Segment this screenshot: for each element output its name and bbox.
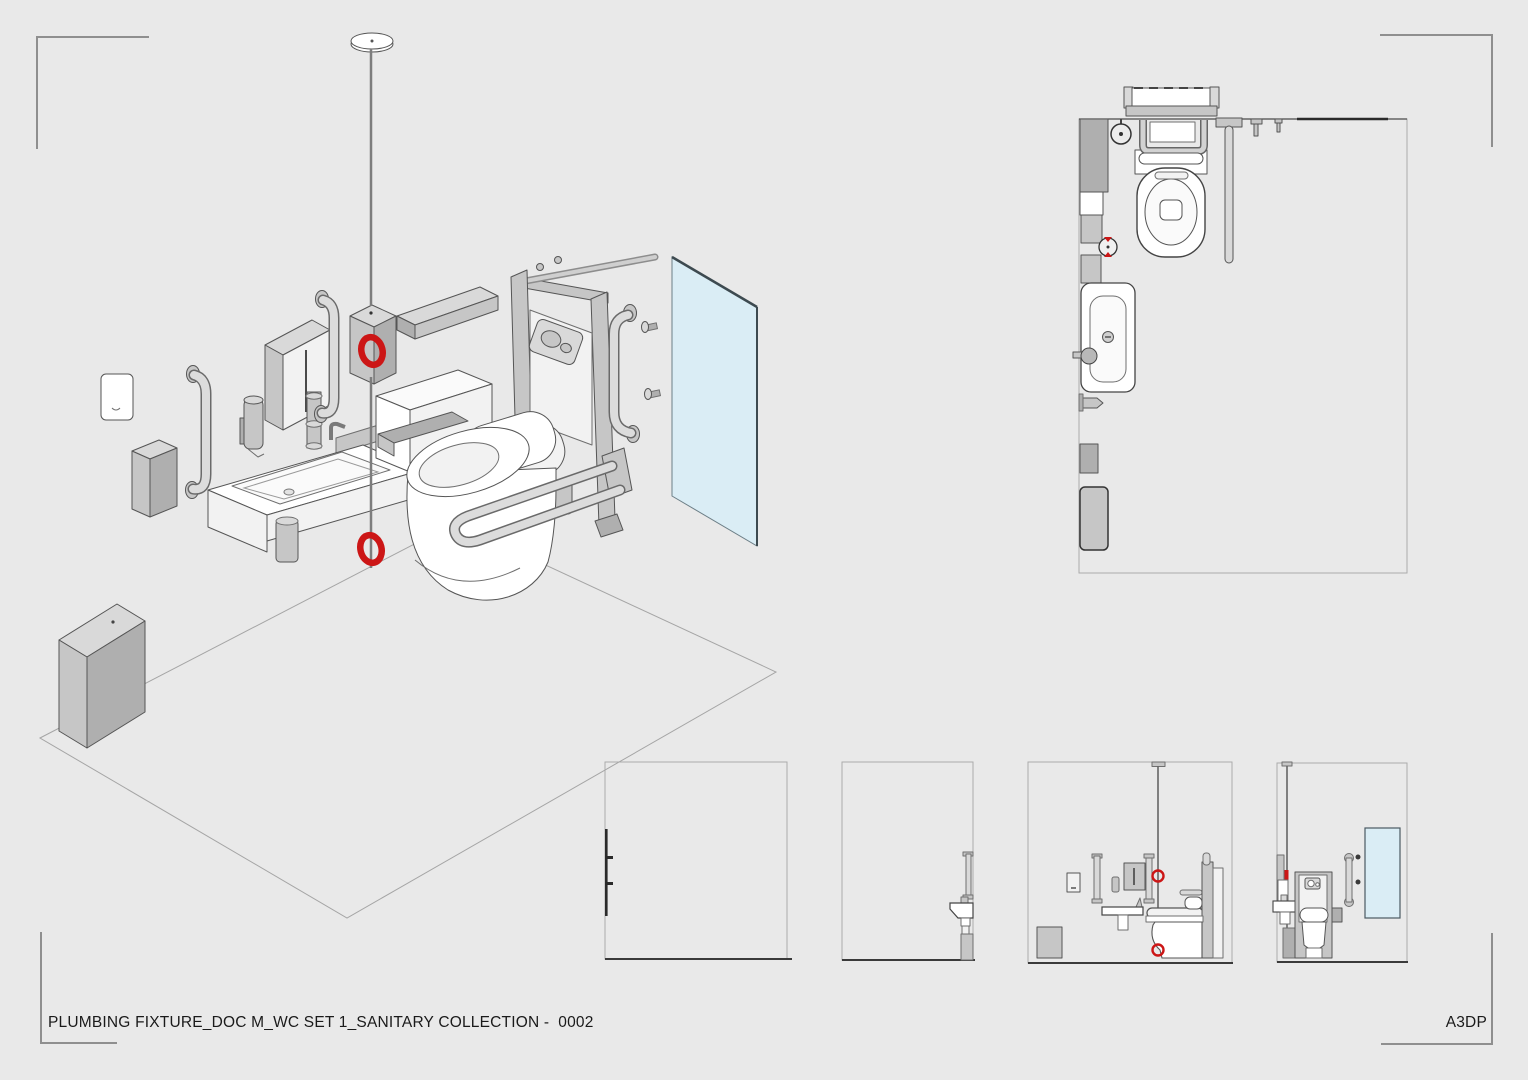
plan-wall-fixtures bbox=[1079, 117, 1283, 284]
basin-duct-pipe bbox=[305, 391, 323, 450]
basin-pedestal bbox=[275, 516, 299, 563]
pull-cord-ring-lower bbox=[357, 531, 385, 567]
elevation3-dryer bbox=[1123, 862, 1146, 891]
elevation-front bbox=[1272, 761, 1408, 963]
isometric-view bbox=[38, 32, 778, 919]
elevation1-mirror-edge bbox=[605, 829, 613, 916]
elevation4-basin-side bbox=[1272, 854, 1298, 959]
elevation3-ring-lower bbox=[1151, 943, 1165, 957]
elevation3-dispenser bbox=[1066, 872, 1081, 893]
washbasin bbox=[207, 421, 423, 553]
paper-towel-dispenser bbox=[131, 439, 178, 518]
sheet-code: A3DP bbox=[1445, 1014, 1487, 1031]
corner-mark-top-left bbox=[36, 36, 149, 149]
plan-drop-rail bbox=[1224, 125, 1234, 264]
elevation3-small-rail bbox=[1179, 889, 1203, 896]
plan-basin bbox=[1072, 282, 1136, 412]
plan-dispenser bbox=[1079, 443, 1099, 474]
mirror bbox=[671, 255, 758, 547]
corner-mark-bottom-right bbox=[1381, 933, 1493, 1045]
wall-fixings bbox=[641, 321, 661, 400]
corner-mark-top-right bbox=[1380, 34, 1493, 147]
soap-dispenser bbox=[239, 395, 265, 458]
plan-cistern-frame bbox=[1123, 86, 1220, 117]
elevation3-rail-left bbox=[1091, 853, 1103, 904]
pull-cord-ring-upper bbox=[358, 333, 386, 369]
waste-bin bbox=[58, 603, 146, 749]
flush-plate bbox=[528, 319, 584, 365]
elevation4-grab-rail bbox=[1344, 853, 1361, 907]
toilet-roll-holder bbox=[100, 373, 134, 421]
floor-outline bbox=[38, 522, 778, 919]
elevation3-backrest bbox=[1184, 896, 1203, 910]
plan-waste-bin bbox=[1079, 486, 1109, 551]
vertical-grab-rail-basin bbox=[314, 290, 340, 423]
vertical-grab-rail-left bbox=[185, 365, 212, 499]
vertical-grab-rail-right bbox=[608, 304, 640, 443]
elevation-left-wall bbox=[604, 761, 792, 960]
plan-toilet bbox=[1134, 120, 1208, 258]
elevation2-basin-side bbox=[949, 851, 974, 961]
elevation-side bbox=[1027, 761, 1233, 964]
wall-shelf bbox=[396, 286, 499, 340]
alarm-unit bbox=[349, 304, 397, 385]
elevation3-waste-bin bbox=[1036, 926, 1063, 959]
elevation4-mirror bbox=[1364, 827, 1401, 919]
plan-view bbox=[1072, 86, 1408, 574]
drop-down-rail bbox=[449, 447, 633, 548]
elevation4-wc-front bbox=[1294, 871, 1343, 959]
elevation3-soap bbox=[1111, 876, 1120, 893]
elevation3-ring-upper bbox=[1151, 869, 1165, 883]
sheet-title: PLUMBING FIXTURE_DOC M_WC SET 1_SANITARY… bbox=[48, 1014, 594, 1031]
plan-alarm bbox=[1098, 237, 1118, 257]
elevation-basin-wall bbox=[841, 761, 975, 961]
plan-pull-cord bbox=[1110, 119, 1132, 145]
corner-mark-bottom-left bbox=[40, 932, 117, 1044]
elevation3-basin bbox=[1101, 897, 1144, 931]
